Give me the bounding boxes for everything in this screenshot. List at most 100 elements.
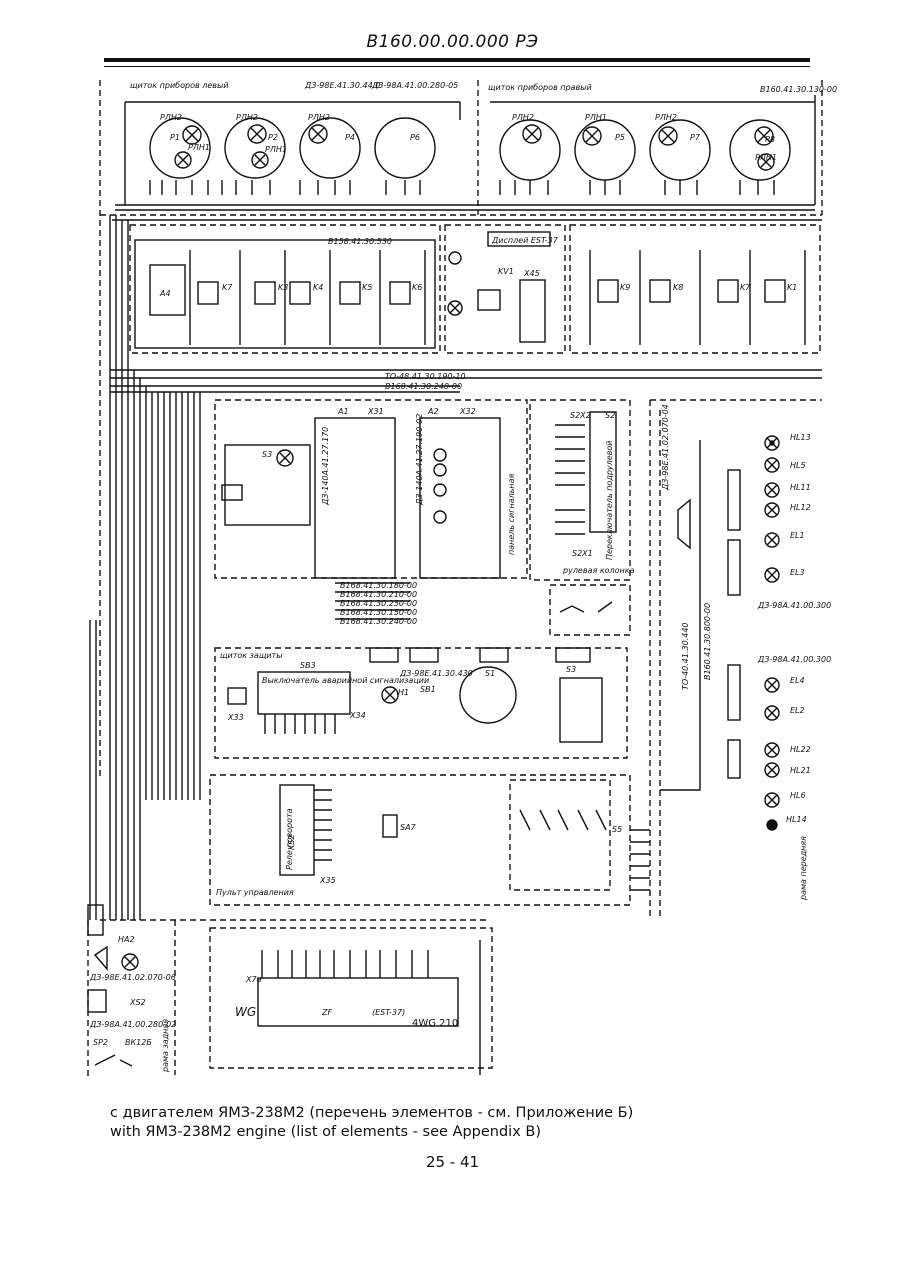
x31-label: X31	[367, 407, 384, 416]
lamp-label-1: PЛH2	[160, 113, 182, 122]
top-ref-1: ДЗ-98Е.41.30.44.0	[304, 81, 380, 90]
side-ref-4: В160.41.30.800-00	[703, 603, 712, 680]
switch-name-label: Переключатель подрулевой	[605, 440, 614, 560]
gauge-label-p4: P4	[345, 133, 355, 142]
s3-label: S3	[262, 450, 272, 459]
x35-label: X35	[319, 876, 336, 885]
lamp-label-7: PЛH1	[585, 113, 607, 122]
panel-right-label: щиток приборов правый	[488, 83, 592, 92]
rear-frame-label: рама задняя	[161, 1019, 170, 1073]
relay-block-ref: В158.41.30.530	[328, 237, 392, 246]
x33-label: X33	[227, 713, 244, 722]
top-ref-3: В160.41.30.130-00	[760, 85, 837, 94]
lamp-hl22: HL22	[790, 745, 811, 754]
a2-ref-label: ДЗ-140А.41.27.190-02	[415, 414, 424, 506]
harness-ref-2: В168.41.30.240-00	[385, 382, 462, 391]
harness-list-1: В168.41.30.180-00	[340, 581, 417, 590]
document-code: B160.00.00.000 РЭ	[366, 32, 539, 52]
lamp-el1: EL1	[790, 531, 805, 540]
top-ref-2: ДЗ-98А.41.00.280-05	[371, 81, 458, 90]
h1-label: H1	[398, 688, 409, 697]
s2-label: S2	[605, 411, 615, 420]
module-a4: A4	[159, 289, 171, 298]
side-ref-1: ДЗ-98Е.41.02.070-04	[661, 404, 670, 491]
s2x1-label: S2X1	[572, 549, 593, 558]
relay-k6: K6	[412, 283, 422, 292]
lamp-label-8: PЛH2	[655, 113, 677, 122]
a1-ref-label: ДЗ-140А.41.27.170	[321, 427, 330, 506]
lamp-label-4: PЛH1	[265, 145, 287, 154]
sp2-code: ВК12Б	[125, 1038, 152, 1047]
harness-list-4: В168.41.30.150-00	[340, 608, 417, 617]
s1-label: S1	[485, 669, 495, 678]
gauge-label-p2: P2	[268, 133, 278, 142]
title-rule-thick	[104, 58, 810, 62]
side-ref-2: ДЗ-98А.41.00.300	[757, 601, 831, 610]
side-lamps	[764, 435, 780, 808]
relay-k4: K4	[313, 283, 323, 292]
ks2-label: KS2	[287, 835, 296, 850]
relay-k7: K7	[222, 283, 233, 292]
x7a-label: X7а	[245, 975, 262, 984]
block-a1: A1	[337, 407, 349, 416]
panel-left-label: щиток приборов левый	[130, 81, 229, 90]
steering-column-label: рулевая колонка	[562, 566, 635, 575]
lamp-hl13: HL13	[790, 433, 811, 442]
s3-label-2: S3	[566, 665, 576, 674]
gauge-p4	[299, 117, 361, 179]
relay-k7-right: K7	[740, 283, 751, 292]
relay-row-left	[149, 264, 411, 316]
sp2-label: SP2	[93, 1038, 108, 1047]
lamp-el3: EL3	[790, 568, 805, 577]
gauge-label-p6: P6	[410, 133, 420, 142]
transmission-label: 4WG 210	[412, 1018, 458, 1029]
emergency-switch-label: Выключатель аварийной сигнализации	[262, 676, 429, 685]
a2-indicators	[433, 448, 447, 524]
bottom-ref-2: ДЗ-98А.41.00.280-02	[89, 1020, 176, 1029]
relay-k9: K9	[620, 283, 630, 292]
lamp-el2: EL2	[790, 706, 805, 715]
sb3-label: SB3	[300, 661, 316, 670]
gauge-label-p1: P1	[170, 133, 180, 142]
block-a2: A2	[427, 407, 439, 416]
lamp-label-6: PЛH2	[512, 113, 534, 122]
gauge-p2	[224, 117, 286, 179]
wg-label: WG	[235, 1005, 256, 1019]
front-frame-label: рама передняя	[799, 836, 808, 901]
sa7-label: SA7	[400, 823, 417, 832]
harness-ref-1: ТО-48.41.30.190-10	[385, 372, 466, 381]
harness-list-3: В168.41.30.250-00	[340, 599, 417, 608]
lamp-hl6: HL6	[790, 791, 806, 800]
lamp-label-3: PЛH2	[236, 113, 258, 122]
x45-label: X45	[523, 269, 540, 278]
gauge-label-p7: P7	[690, 133, 701, 142]
page-number: 25 - 41	[425, 1153, 480, 1171]
relay-turn-label: Реле поворота	[285, 808, 294, 870]
lamp-label-9: PЛH1	[755, 153, 777, 162]
side-ref-5: ТО-40.41.30.440	[681, 622, 690, 690]
title-rule-thin	[104, 66, 810, 67]
harness-list-2: В168.41.30.210-00	[340, 590, 417, 599]
lamp-hl14: HL14	[786, 815, 807, 824]
lamp-hl5: HL5	[790, 461, 806, 470]
lamp-hl12: HL12	[790, 503, 811, 512]
switch-panel-label: щиток защиты	[220, 651, 283, 660]
display-label: Дисплей EST-37	[491, 236, 559, 245]
relay-k3: K3	[278, 283, 288, 292]
gauge-p8	[729, 119, 791, 181]
gauge-p1	[149, 117, 211, 179]
lamp-el4: EL4	[790, 676, 805, 685]
gauge-label-p8: P8	[765, 135, 775, 144]
x32-label: X32	[459, 407, 476, 416]
caption-russian: с двигателем ЯМЗ-238М2 (перечень элемент…	[110, 1105, 634, 1121]
gauge-p7	[649, 119, 711, 181]
gauge-p5	[574, 119, 636, 181]
side-ref-3: ДЗ-98А.41.00.300	[757, 655, 831, 664]
xs2-label: XS2	[129, 998, 146, 1007]
lamp-hl11: HL11	[790, 483, 811, 492]
s1-ref: ДЗ-98Е.41.30.430	[399, 669, 473, 678]
signal-panel-label: панель сигнальная	[507, 473, 516, 555]
relay-k5: K5	[362, 283, 372, 292]
zf-label: ZF	[321, 1008, 332, 1017]
